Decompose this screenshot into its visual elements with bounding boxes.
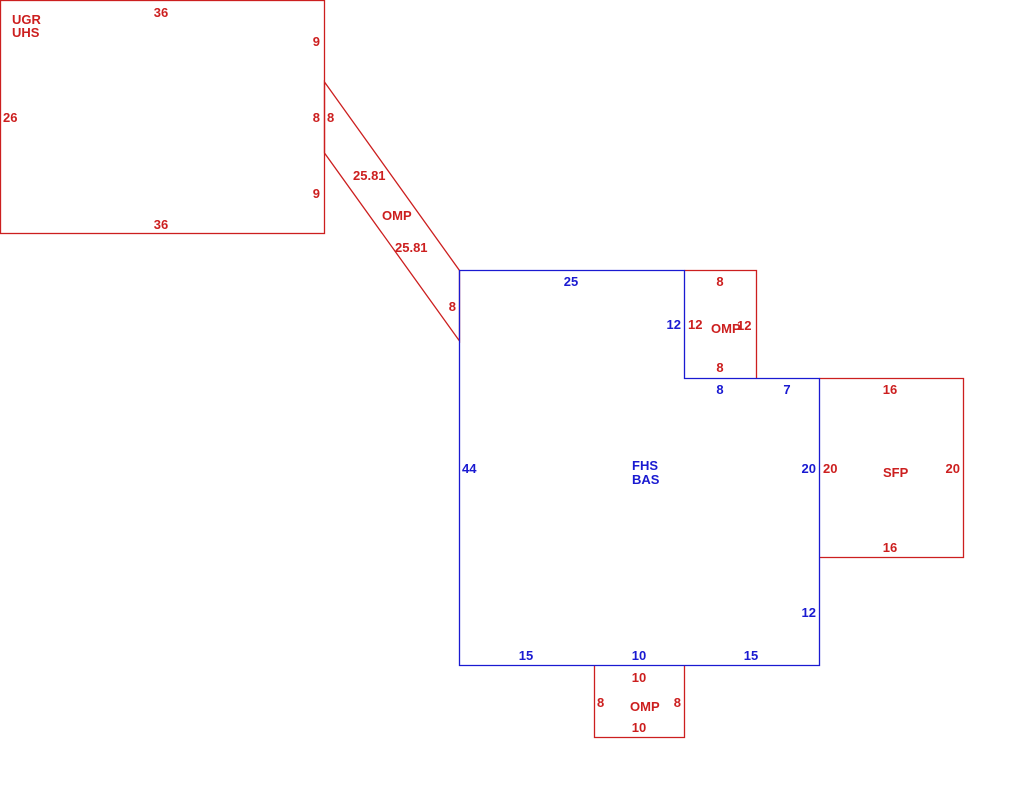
dim-ugr-left: 26 xyxy=(3,110,17,125)
dim-ugr-right-mid: 8 xyxy=(313,110,320,125)
dim-omp-small-bottom: 8 xyxy=(716,360,723,375)
area-omp-small-code: OMP xyxy=(711,321,741,336)
area-fhs: 25 12 8 7 20 12 44 FHS BAS 15 10 15 xyxy=(458,269,821,667)
area-ugr-code2: UHS xyxy=(12,25,40,40)
area-omp-small: 8 12 OMP 12 8 xyxy=(684,269,758,379)
dim-fhs-right-top: 7 xyxy=(783,382,790,397)
dim-fhs-top: 25 xyxy=(564,274,578,289)
dim-omp-bottom-right: 8 xyxy=(674,695,681,710)
dim-fhs-notch-bottom: 8 xyxy=(716,382,723,397)
dim-ugr-top: 36 xyxy=(154,5,168,20)
area-omp-bottom-code: OMP xyxy=(630,699,660,714)
dim-sfp-top: 16 xyxy=(883,382,897,397)
area-omp-bottom-outline xyxy=(593,666,686,739)
dim-omp-connector-top-end: 8 xyxy=(327,110,334,125)
area-ugr-outline xyxy=(0,0,326,235)
dim-sfp-right: 20 xyxy=(946,461,960,476)
area-ugr-code1: UGR xyxy=(12,12,42,27)
dim-ugr-right-top: 9 xyxy=(313,34,320,49)
dim-ugr-bottom: 36 xyxy=(154,217,168,232)
dim-fhs-bottom-right: 15 xyxy=(744,648,758,663)
dim-omp-connector-bottom-end: 8 xyxy=(449,299,456,314)
dim-sfp-left: 20 xyxy=(823,461,837,476)
area-fhs-code1: FHS xyxy=(632,458,658,473)
area-sfp: 16 20 SFP 20 16 xyxy=(819,377,965,559)
dim-omp-small-top: 8 xyxy=(716,274,723,289)
dim-omp-small-left: 12 xyxy=(688,317,702,332)
dim-fhs-right-lower: 12 xyxy=(802,605,816,620)
area-omp-small-outline xyxy=(684,269,758,379)
dim-fhs-notch-left: 12 xyxy=(667,317,681,332)
dim-omp-connector-upper-diag: 25.81 xyxy=(353,168,386,183)
area-fhs-code2: BAS xyxy=(632,472,660,487)
area-ugr: UGR UHS 36 36 26 9 8 9 xyxy=(0,0,326,235)
area-sfp-code: SFP xyxy=(883,465,909,480)
dim-fhs-right-upper: 20 xyxy=(802,461,816,476)
dim-omp-bottom-bottom: 10 xyxy=(632,720,646,735)
dim-omp-bottom-top: 10 xyxy=(632,670,646,685)
dim-omp-small-right: 12 xyxy=(737,318,751,333)
area-omp-connector: 8 25.81 OMP 25.81 8 xyxy=(323,79,461,344)
dim-fhs-bottom-left: 15 xyxy=(519,648,533,663)
area-fhs-outline xyxy=(458,269,821,667)
dim-fhs-left: 44 xyxy=(462,461,477,476)
dim-fhs-bottom-mid: 10 xyxy=(632,648,646,663)
area-omp-bottom: 10 8 OMP 8 10 xyxy=(593,666,686,739)
dim-omp-bottom-left: 8 xyxy=(597,695,604,710)
dim-omp-connector-lower-diag: 25.81 xyxy=(395,240,428,255)
dim-sfp-bottom: 16 xyxy=(883,540,897,555)
dim-ugr-right-bottom: 9 xyxy=(313,186,320,201)
area-sfp-outline xyxy=(819,377,965,559)
area-omp-connector-code: OMP xyxy=(382,208,412,223)
